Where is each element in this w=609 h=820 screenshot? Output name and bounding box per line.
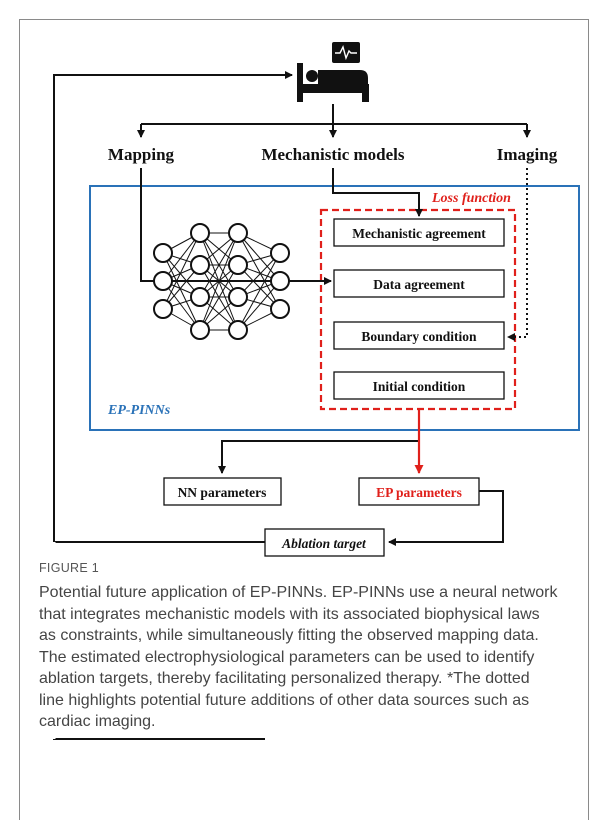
figure-label: FIGURE 1	[39, 561, 100, 575]
loss-term-mechanistic-agreement: Mechanistic agreement	[352, 226, 486, 241]
feedback-loop-arrow	[53, 71, 293, 740]
arrow-mechanistic-to-loss	[332, 168, 423, 217]
source-mechanistic-models: Mechanistic models	[261, 145, 404, 164]
figure-caption: Potential future application of EP-PINNs…	[39, 584, 558, 730]
arrow-ep-to-ablation	[388, 490, 504, 546]
source-imaging: Imaging	[497, 145, 558, 164]
heart-monitor-icon	[332, 42, 360, 63]
ablation-target: Ablation target	[281, 536, 367, 551]
ep-pinns-box	[89, 185, 580, 431]
patient-bed-icon	[297, 63, 369, 102]
output-ep-parameters: EP parameters	[376, 485, 462, 500]
loss-term-initial-condition: Initial condition	[373, 379, 466, 394]
source-mapping: Mapping	[108, 145, 175, 164]
loss-function-label: Loss function	[431, 191, 511, 206]
arrow-imaging-to-boundary	[507, 168, 528, 341]
figure-frame	[19, 19, 589, 820]
arrow-to-nn-parameters	[218, 440, 419, 474]
ep-pinns-label: EP-PINNs	[107, 403, 171, 418]
loss-term-data-agreement: Data agreement	[373, 277, 465, 292]
network-nodes	[153, 223, 290, 340]
loss-term-boundary-condition: Boundary condition	[361, 329, 477, 344]
arrow-mapping-to-network	[140, 168, 332, 285]
output-nn-parameters: NN parameters	[178, 485, 267, 500]
